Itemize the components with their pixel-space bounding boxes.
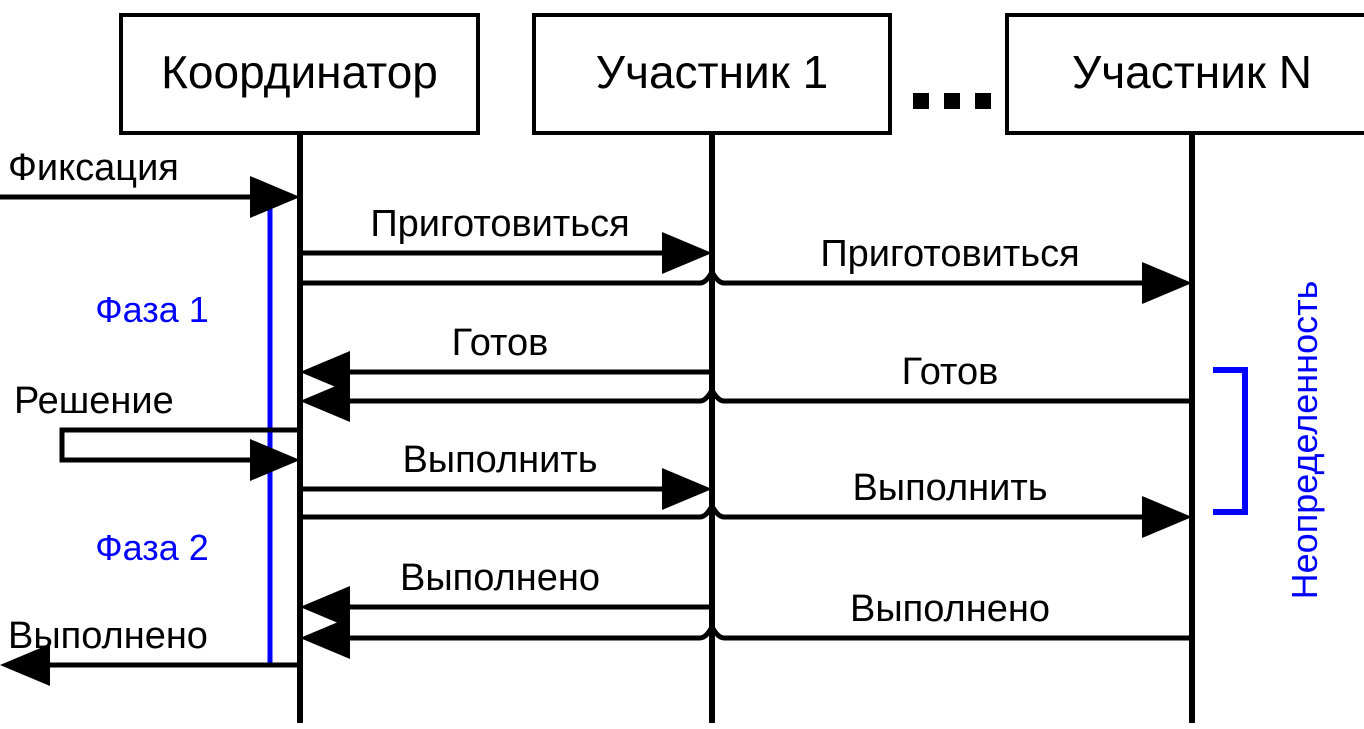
message-prepare-pn[interactable]: Приготовиться (300, 233, 1192, 304)
prepare-p1-label: Приготовиться (370, 203, 629, 245)
coordinator-box-label: Координатор (161, 46, 438, 98)
message-done-out[interactable]: Выполнено (0, 615, 300, 686)
participant-n-box-rect (1005, 13, 1364, 135)
done-pn-label: Выполнено (850, 588, 1050, 630)
participant-n-box-label: Участник N (1072, 46, 1312, 98)
message-decision-self[interactable]: Решение (14, 380, 300, 481)
ready-pn-line (315, 384, 1192, 404)
message-commit-p1[interactable]: Выполнить (300, 439, 712, 510)
uncertainty-bracket (1213, 367, 1248, 515)
commit-pn-label: Выполнить (852, 467, 1047, 509)
ready-pn-arrowhead (300, 380, 350, 422)
commit-request-arrowhead (250, 176, 300, 218)
ellipsis-icon (913, 93, 991, 109)
decision-self-loop-line (59, 427, 300, 463)
done-p1-label: Выполнено (400, 557, 600, 599)
decision-label: Решение (14, 380, 174, 422)
done-out-label: Выполнено (8, 615, 208, 657)
done-p1-arrowhead (300, 586, 350, 628)
uncertainty-label: Неопределенность (1284, 281, 1325, 600)
decision-self-arrowhead (250, 439, 300, 481)
participant-box-participant-n[interactable]: Участник N (1005, 13, 1364, 135)
ready-p1-arrowhead (300, 351, 350, 393)
message-ready-p1[interactable]: Готов (300, 322, 712, 393)
done-out-arrowhead (0, 644, 50, 686)
participant-1-box-label: Участник 1 (596, 46, 828, 98)
participant-box-coordinator[interactable]: Координатор (119, 13, 480, 135)
phase-2-label: Фаза 2 (95, 527, 209, 568)
commit-pn-arrowhead (1142, 496, 1192, 538)
message-done-pn[interactable]: Выполнено (300, 588, 1192, 659)
ready-p1-label: Готов (452, 322, 549, 364)
prepare-p1-arrowhead (662, 232, 712, 274)
prepare-pn-label: Приготовиться (820, 233, 1079, 275)
ready-pn-label: Готов (902, 351, 999, 393)
commit-p1-arrowhead (662, 468, 712, 510)
message-prepare-p1[interactable]: Приготовиться (300, 203, 712, 274)
message-done-p1[interactable]: Выполнено (300, 557, 712, 628)
message-ready-pn[interactable]: Готов (300, 351, 1192, 422)
done-pn-arrowhead (300, 617, 350, 659)
message-commit-pn[interactable]: Выполнить (300, 467, 1192, 538)
commit-p1-label: Выполнить (402, 439, 597, 481)
prepare-pn-line (300, 266, 1177, 286)
phase-1-label: Фаза 1 (95, 289, 209, 330)
done-pn-line (315, 621, 1192, 641)
commit-request-label: Фиксация (8, 147, 179, 189)
commit-pn-line (300, 500, 1177, 520)
participant-box-participant-1[interactable]: Участник 1 (532, 13, 892, 135)
message-commit-request[interactable]: Фиксация (0, 147, 300, 218)
coordinator-box-rect (119, 13, 480, 135)
prepare-pn-arrowhead (1142, 262, 1192, 304)
participant-1-box-rect (532, 13, 892, 135)
